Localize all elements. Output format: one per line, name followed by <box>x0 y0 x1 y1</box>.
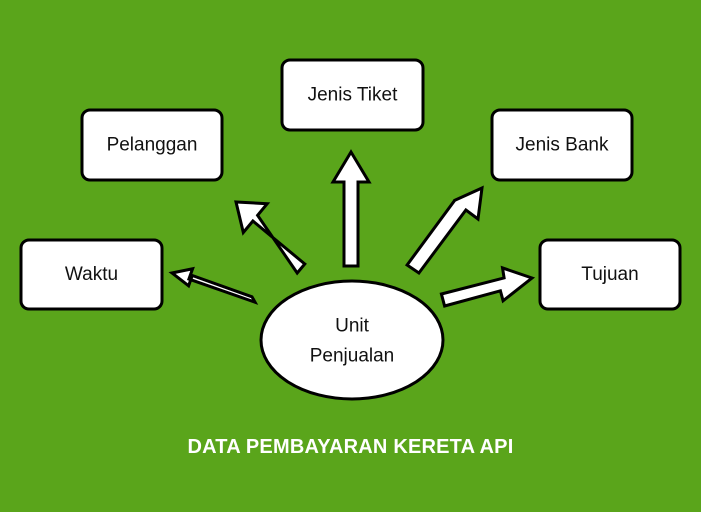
node-tujuan: Tujuan <box>538 238 682 311</box>
node-waktu-label: Waktu <box>65 264 118 285</box>
arrow-to-tujuan <box>439 265 536 308</box>
arrow-to-jenis-bank <box>404 185 484 276</box>
center-label-line1: Unit <box>335 316 370 337</box>
center-node-unit-penjualan: Unit Penjualan <box>259 279 445 401</box>
node-jenis-bank-box <box>490 108 634 182</box>
node-waktu-box <box>19 238 164 311</box>
center-label-line2: Penjualan <box>310 346 395 367</box>
node-pelanggan-box <box>80 108 224 182</box>
node-tujuan-label: Tujuan <box>581 264 638 285</box>
node-waktu: Waktu <box>19 238 164 311</box>
node-pelanggan-label: Pelanggan <box>107 135 198 156</box>
node-tujuan-box <box>538 238 682 311</box>
node-jenis-tiket-box <box>280 58 425 132</box>
node-jenis-tiket-label: Jenis Tiket <box>308 85 398 106</box>
node-jenis-bank: Jenis Bank <box>490 108 634 182</box>
diagram-title: DATA PEMBAYARAN KERETA API <box>187 436 514 458</box>
center-ellipse <box>259 279 445 401</box>
arrow-to-waktu <box>168 266 259 305</box>
node-jenis-tiket: Jenis Tiket <box>280 58 425 132</box>
arrow-to-jenis-tiket <box>330 149 372 268</box>
node-jenis-bank-label: Jenis Bank <box>516 135 609 156</box>
node-pelanggan: Pelanggan <box>80 108 224 182</box>
arrow-to-pelanggan <box>234 200 307 276</box>
